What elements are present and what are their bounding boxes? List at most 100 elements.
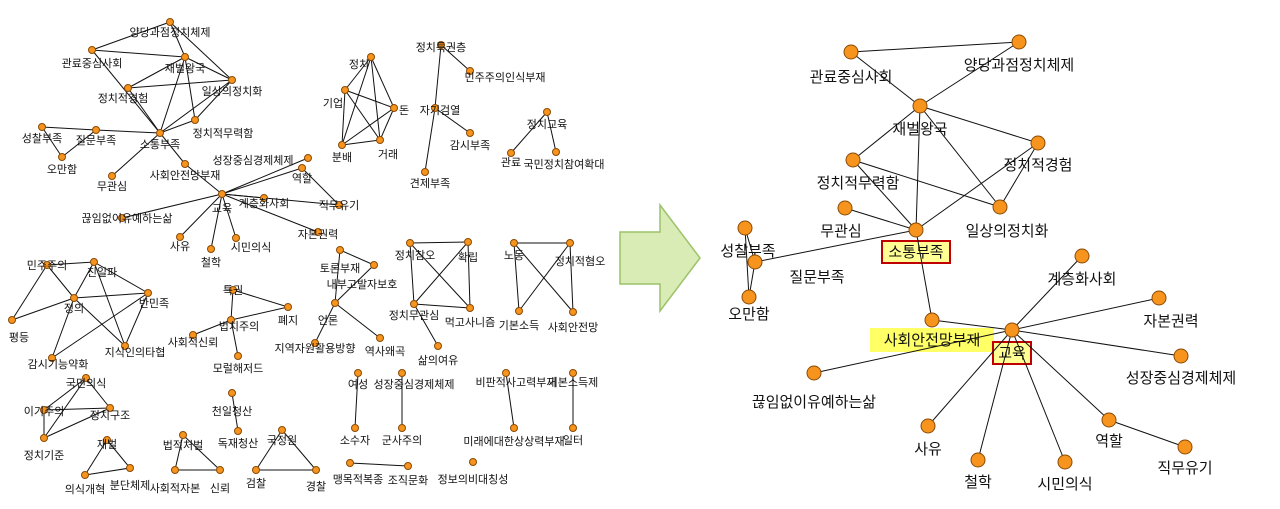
left-node[interactable]: 정치적혐오 xyxy=(555,239,606,269)
left-node[interactable]: 미래에대한상상력부재 xyxy=(463,424,565,449)
left-node[interactable]: 이기주의 xyxy=(24,405,64,418)
left-node[interactable]: 정치무관심 xyxy=(389,300,440,323)
left-node[interactable]: 분배 xyxy=(332,141,352,165)
left-node[interactable]: 자본권력 xyxy=(298,228,338,241)
left-node[interactable]: 사유 xyxy=(170,233,190,254)
left-node[interactable]: 국정원 xyxy=(267,426,297,448)
left-node[interactable]: 재벌 xyxy=(97,436,117,452)
left-node[interactable]: 폐지 xyxy=(278,303,298,328)
right-node[interactable]: 자본권력 xyxy=(1143,290,1199,330)
left-node[interactable]: 정치참오 xyxy=(395,239,435,263)
left-node[interactable]: 비판적사고력부재 xyxy=(476,369,557,390)
left-node[interactable]: 조직문화 xyxy=(388,462,428,488)
left-node[interactable]: 정치기준 xyxy=(24,434,64,463)
right-node[interactable]: 계층화사회 xyxy=(1047,248,1117,288)
left-node[interactable]: 정보의비대칭성 xyxy=(438,458,509,487)
left-node[interactable]: 역사왜곡 xyxy=(365,334,405,359)
left-node[interactable]: 국민정치참여확대 xyxy=(524,148,605,172)
left-node[interactable]: 성장중심경제체제 xyxy=(213,154,312,167)
left-node[interactable]: 특권 xyxy=(223,284,243,297)
left-node[interactable]: 내부고발자보호 xyxy=(327,261,398,292)
left-node[interactable]: 법적처벌 xyxy=(163,431,203,453)
right-node[interactable]: 질문부족 xyxy=(747,254,845,286)
right-node[interactable]: 일상의정치화 xyxy=(966,199,1049,240)
left-node[interactable]: 민주주의인식부재 xyxy=(465,67,546,85)
left-node[interactable]: 일터 xyxy=(563,424,583,448)
left-node[interactable]: 정치적경험 xyxy=(98,84,149,106)
left-node[interactable]: 기업 xyxy=(323,86,349,111)
right-node[interactable]: 역할 xyxy=(1095,412,1123,450)
left-node[interactable]: 검찰 xyxy=(246,466,266,491)
left-node[interactable]: 사회안전망 xyxy=(548,308,599,335)
left-node[interactable]: 천일청산 xyxy=(212,389,252,419)
left-node[interactable]: 군사주의 xyxy=(382,424,422,448)
right-node[interactable]: 관료중심사회 xyxy=(810,44,893,86)
right-node[interactable]: 교육 xyxy=(998,322,1026,362)
left-node[interactable]: 언론 xyxy=(318,299,339,328)
right-node[interactable]: 양당과점정치체제 xyxy=(964,34,1074,74)
left-node[interactable]: 지식인의타협 xyxy=(105,342,166,360)
left-node[interactable]: 확립 xyxy=(458,238,478,265)
left-node[interactable]: 모럴해저드 xyxy=(213,352,264,376)
left-node[interactable]: 의식개혁 xyxy=(65,471,105,497)
left-node[interactable]: 자기검열 xyxy=(420,104,460,117)
left-node[interactable]: 국민의식 xyxy=(66,374,106,391)
left-node[interactable]: 관료중심사회 xyxy=(62,46,123,71)
left-node[interactable]: 감시부족 xyxy=(450,129,490,153)
left-node[interactable]: 견제부족 xyxy=(410,168,450,191)
left-node[interactable]: 친일파 xyxy=(87,258,117,280)
left-node[interactable]: 경찰 xyxy=(306,466,326,494)
left-node[interactable]: 정의 xyxy=(64,294,84,316)
left-node[interactable]: 사회적신뢰 xyxy=(168,331,219,350)
left-node[interactable]: 일상의정치화 xyxy=(202,76,263,99)
left-node[interactable]: 토론부재 xyxy=(320,246,360,276)
left-node[interactable]: 분단체제 xyxy=(110,464,150,493)
left-node[interactable]: 성찰부족 xyxy=(22,123,62,146)
left-node[interactable]: 사회안전망부재 xyxy=(150,160,221,183)
right-node[interactable]: 사회안전망부재 xyxy=(884,312,981,349)
right-node[interactable]: 성장중심경제체제 xyxy=(1126,348,1236,387)
right-node[interactable]: 무관심 xyxy=(820,200,862,240)
left-node[interactable]: 법치주의 xyxy=(219,316,259,334)
left-node[interactable]: 오만함 xyxy=(47,153,77,177)
left-node[interactable]: 여성 xyxy=(348,369,368,392)
left-node[interactable]: 성장중심경제체제 xyxy=(374,369,455,392)
left-node[interactable]: 먹고사니즘 xyxy=(445,304,496,330)
left-node[interactable]: 재벌왕국 xyxy=(165,53,205,76)
left-node[interactable]: 감시기능약화 xyxy=(28,354,89,372)
left-node[interactable]: 삶의여유 xyxy=(418,342,458,368)
left-node[interactable]: 평등 xyxy=(8,316,30,345)
left-node[interactable]: 정치적무력함 xyxy=(191,116,254,141)
left-node[interactable]: 시민의식 xyxy=(231,234,271,255)
right-node[interactable]: 소통부족 xyxy=(888,222,944,261)
left-node[interactable]: 철학 xyxy=(201,245,221,270)
left-node[interactable]: 직무유기 xyxy=(319,199,359,212)
left-node[interactable]: 정치 xyxy=(349,53,375,72)
right-node[interactable]: 철학 xyxy=(964,452,992,491)
left-node[interactable]: 기본소득 xyxy=(499,307,539,333)
left-node[interactable]: 교육 xyxy=(212,190,232,216)
left-node[interactable]: 반민족 xyxy=(139,289,169,311)
left-node[interactable]: 관료 xyxy=(501,149,521,170)
left-node[interactable]: 소통부족 xyxy=(140,129,180,152)
left-node[interactable]: 거래 xyxy=(376,136,399,162)
left-node[interactable]: 계층화사회 xyxy=(239,194,290,211)
right-node[interactable]: 정치적무력함 xyxy=(817,152,900,192)
right-node[interactable]: 오만함 xyxy=(728,289,770,323)
left-node[interactable]: 독재청산 xyxy=(218,427,258,451)
left-node[interactable]: 질문부족 xyxy=(76,126,116,148)
left-node[interactable]: 소수자 xyxy=(340,424,370,448)
left-node[interactable]: 끊임없이유예하는삶 xyxy=(81,211,172,225)
left-node[interactable]: 신뢰 xyxy=(210,466,230,496)
right-node[interactable]: 정치적경험 xyxy=(1003,135,1073,174)
left-node[interactable]: 민주주의 xyxy=(27,259,67,272)
left-node[interactable]: 무관심 xyxy=(97,172,127,194)
left-node[interactable]: 역할 xyxy=(292,164,312,186)
left-node[interactable]: 기본소득제 xyxy=(548,369,599,390)
right-node[interactable]: 시민의식 xyxy=(1037,454,1093,493)
right-node[interactable]: 성찰부족 xyxy=(720,220,776,260)
left-node[interactable]: 지역자원활용방향 xyxy=(275,339,356,356)
right-node[interactable]: 끊임없이유예하는삶 xyxy=(752,365,876,411)
left-node[interactable]: 양당과점정치체제 xyxy=(130,18,211,40)
left-node[interactable]: 맹목적복종 xyxy=(333,459,384,487)
